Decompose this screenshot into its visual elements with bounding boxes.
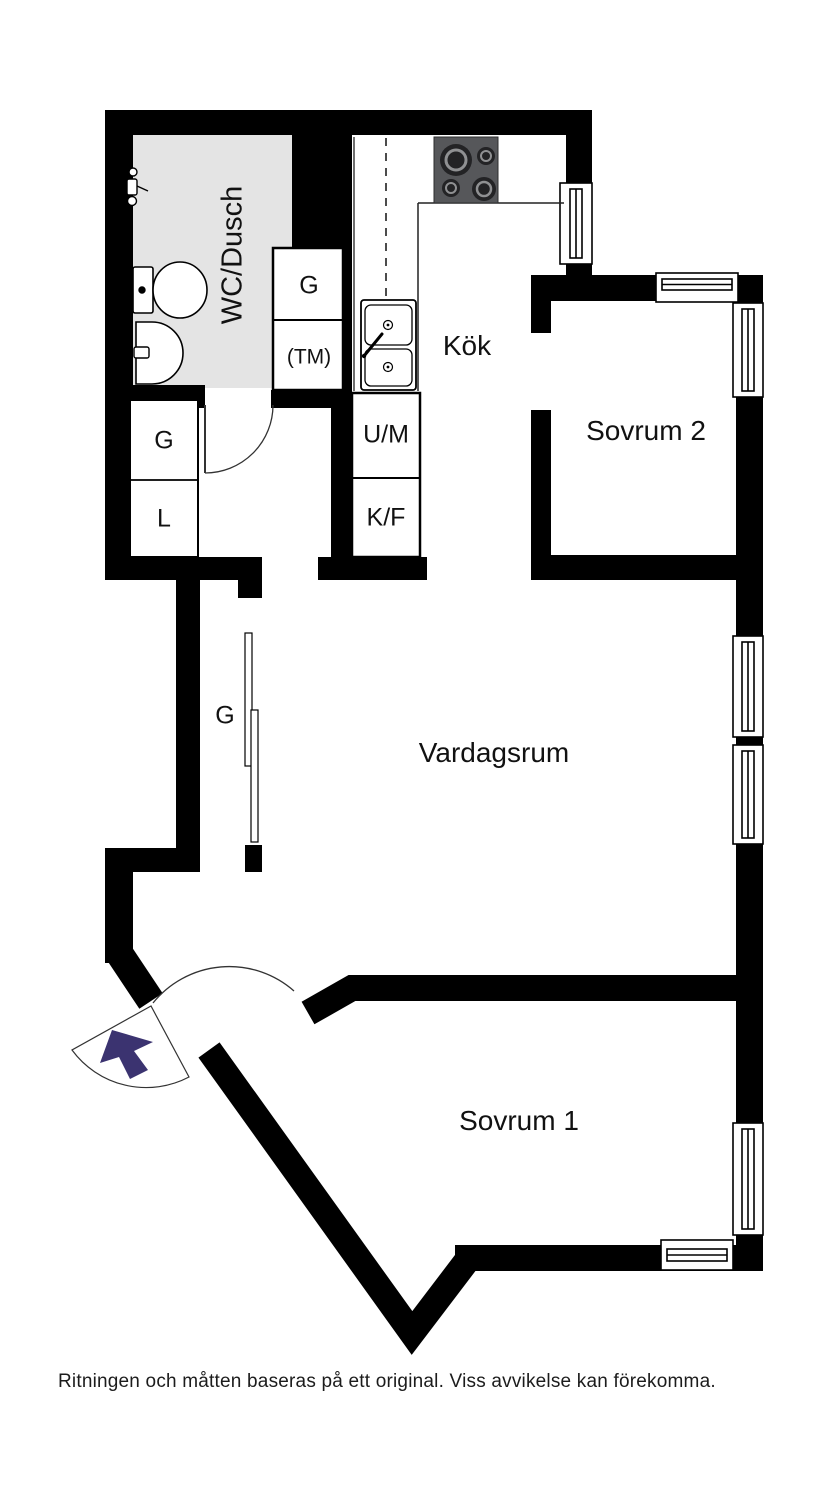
disclaimer-text: Ritningen och måtten baseras på ett orig… [58, 1371, 716, 1392]
windows-layer [559, 182, 764, 1271]
wall-hall-bottom [105, 557, 262, 580]
room-label-bedroom1: Sovrum 1 [459, 1105, 579, 1136]
wall-bedroom2-left [531, 410, 551, 580]
closet-label-g: G [299, 271, 319, 300]
wall-kitchen-left-lower [331, 393, 352, 557]
appliance-label-kf: K/F [366, 503, 406, 532]
room-label-bathroom: WC/Dusch [216, 185, 249, 325]
wall-top [105, 110, 592, 135]
wall-entry-upper-jamb [107, 945, 163, 1009]
wall-left-lower [105, 848, 133, 963]
closet-label-hall-g: G [154, 426, 174, 455]
window-icon [732, 744, 764, 845]
door-swing-icon [152, 965, 295, 1004]
wall-closet-post [245, 845, 262, 872]
wall-corridor-left [176, 580, 200, 860]
bathroom-layer [126, 167, 208, 385]
window-icon [655, 272, 739, 303]
window-icon [732, 635, 764, 738]
sliding-door-icon [244, 632, 259, 843]
wall-entry-diagonal [198, 1042, 480, 1355]
closet-boxes-layer [129, 246, 422, 843]
wall-below-tm [271, 390, 352, 408]
kitchen-sink-icon [360, 299, 417, 391]
closet-label-corridor-g: G [215, 701, 235, 730]
room-label-kitchen: Kök [442, 330, 492, 361]
closet-hall-box [129, 399, 199, 558]
stove-icon [433, 136, 499, 204]
kitchen-layer [353, 136, 564, 391]
window-icon [559, 182, 593, 265]
room-label-bedroom2: Sovrum 2 [586, 415, 706, 446]
wall-kitchen-bottom [318, 557, 427, 580]
window-icon [732, 1122, 764, 1236]
door-swing-icon [204, 404, 274, 474]
toilet-icon [132, 261, 208, 319]
bathroom-sink-icon [133, 321, 184, 385]
wall-bedroom2-door-stub [531, 275, 551, 333]
window-icon [660, 1239, 734, 1271]
wall-bedroom2-bottom [531, 555, 763, 580]
entry-arrow-icon [100, 1030, 153, 1079]
wall-bathroom-kitchen [292, 135, 352, 248]
wall-hall-bottom-foot [238, 580, 262, 598]
room-label-living-room: Vardagsrum [418, 737, 570, 768]
appliance-um-kf-box [350, 391, 422, 559]
closet-label-hall-l: L [157, 504, 171, 533]
closet-label-tm: (TM) [286, 345, 332, 369]
bathroom-floor [133, 135, 292, 388]
appliance-label-um: U/M [363, 420, 409, 449]
window-icon [732, 302, 764, 398]
wall-bedroom1-top [301, 975, 763, 1025]
shower-mixer-icon [126, 167, 149, 207]
